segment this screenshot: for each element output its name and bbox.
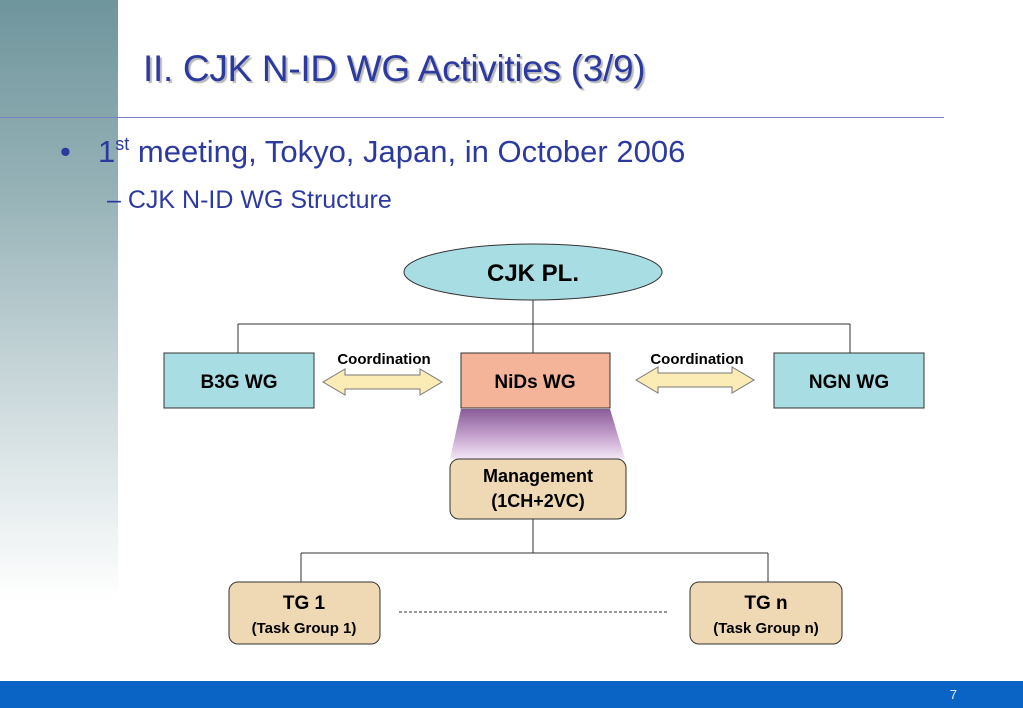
right-double-arrow-icon xyxy=(635,366,755,394)
sub-bullet-structure: – CJK N-ID WG Structure xyxy=(107,186,392,214)
tgn-box xyxy=(689,581,843,645)
b3g-wg-label: B3G WG xyxy=(200,372,277,393)
page-number: 7 xyxy=(949,687,957,702)
bullet-ordinal-number: 1 xyxy=(98,134,116,169)
bullet-text: meeting, Tokyo, Japan, in October 2006 xyxy=(129,134,686,169)
b3g-wg-node: B3G WG xyxy=(163,352,315,409)
bullet-meeting: • 1st meeting, Tokyo, Japan, in October 2… xyxy=(60,134,685,170)
connector-lines xyxy=(237,300,851,613)
bullet-ordinal-suffix: st xyxy=(115,134,130,154)
nids-wg-label: NiDs WG xyxy=(494,372,575,393)
bullet-marker: • xyxy=(60,134,71,169)
right-coordination: Coordination xyxy=(635,351,755,394)
tgn-label-line1: TG n xyxy=(744,593,787,614)
tgn-node: TG n (Task Group n) xyxy=(689,581,843,645)
right-coordination-label: Coordination xyxy=(650,351,743,368)
tg1-label-line2: (Task Group 1) xyxy=(252,620,357,637)
management-box xyxy=(449,458,627,520)
ngn-wg-box xyxy=(773,352,925,409)
management-label-line1: Management xyxy=(483,466,593,486)
left-double-arrow-icon xyxy=(322,368,443,396)
management-node: Management (1CH+2VC) xyxy=(449,458,627,520)
ngn-wg-node: NGN WG xyxy=(773,352,925,409)
tgn-label-line2: (Task Group n) xyxy=(713,620,819,637)
ngn-wg-label: NGN WG xyxy=(809,372,889,393)
nids-wg-box xyxy=(460,352,611,409)
left-coordination-label: Coordination xyxy=(337,351,430,368)
tg1-label-line1: TG 1 xyxy=(283,593,326,614)
root-node: CJK PL. xyxy=(403,243,663,301)
management-label-line2: (1CH+2VC) xyxy=(491,491,585,511)
left-coordination: Coordination xyxy=(322,351,443,396)
footer-bar: 7 xyxy=(0,681,1023,708)
root-ellipse xyxy=(403,243,663,301)
root-label: CJK PL. xyxy=(487,260,579,287)
side-gradient-band xyxy=(0,0,118,600)
title-divider xyxy=(0,117,944,118)
nids-to-management-funnel xyxy=(450,409,625,459)
nids-wg-node: NiDs WG xyxy=(460,352,611,409)
b3g-wg-box xyxy=(163,352,315,409)
slide-title: II. CJK N-ID WG Activities (3/9) xyxy=(143,48,646,89)
tg1-box xyxy=(228,581,381,645)
tg1-node: TG 1 (Task Group 1) xyxy=(228,581,381,645)
